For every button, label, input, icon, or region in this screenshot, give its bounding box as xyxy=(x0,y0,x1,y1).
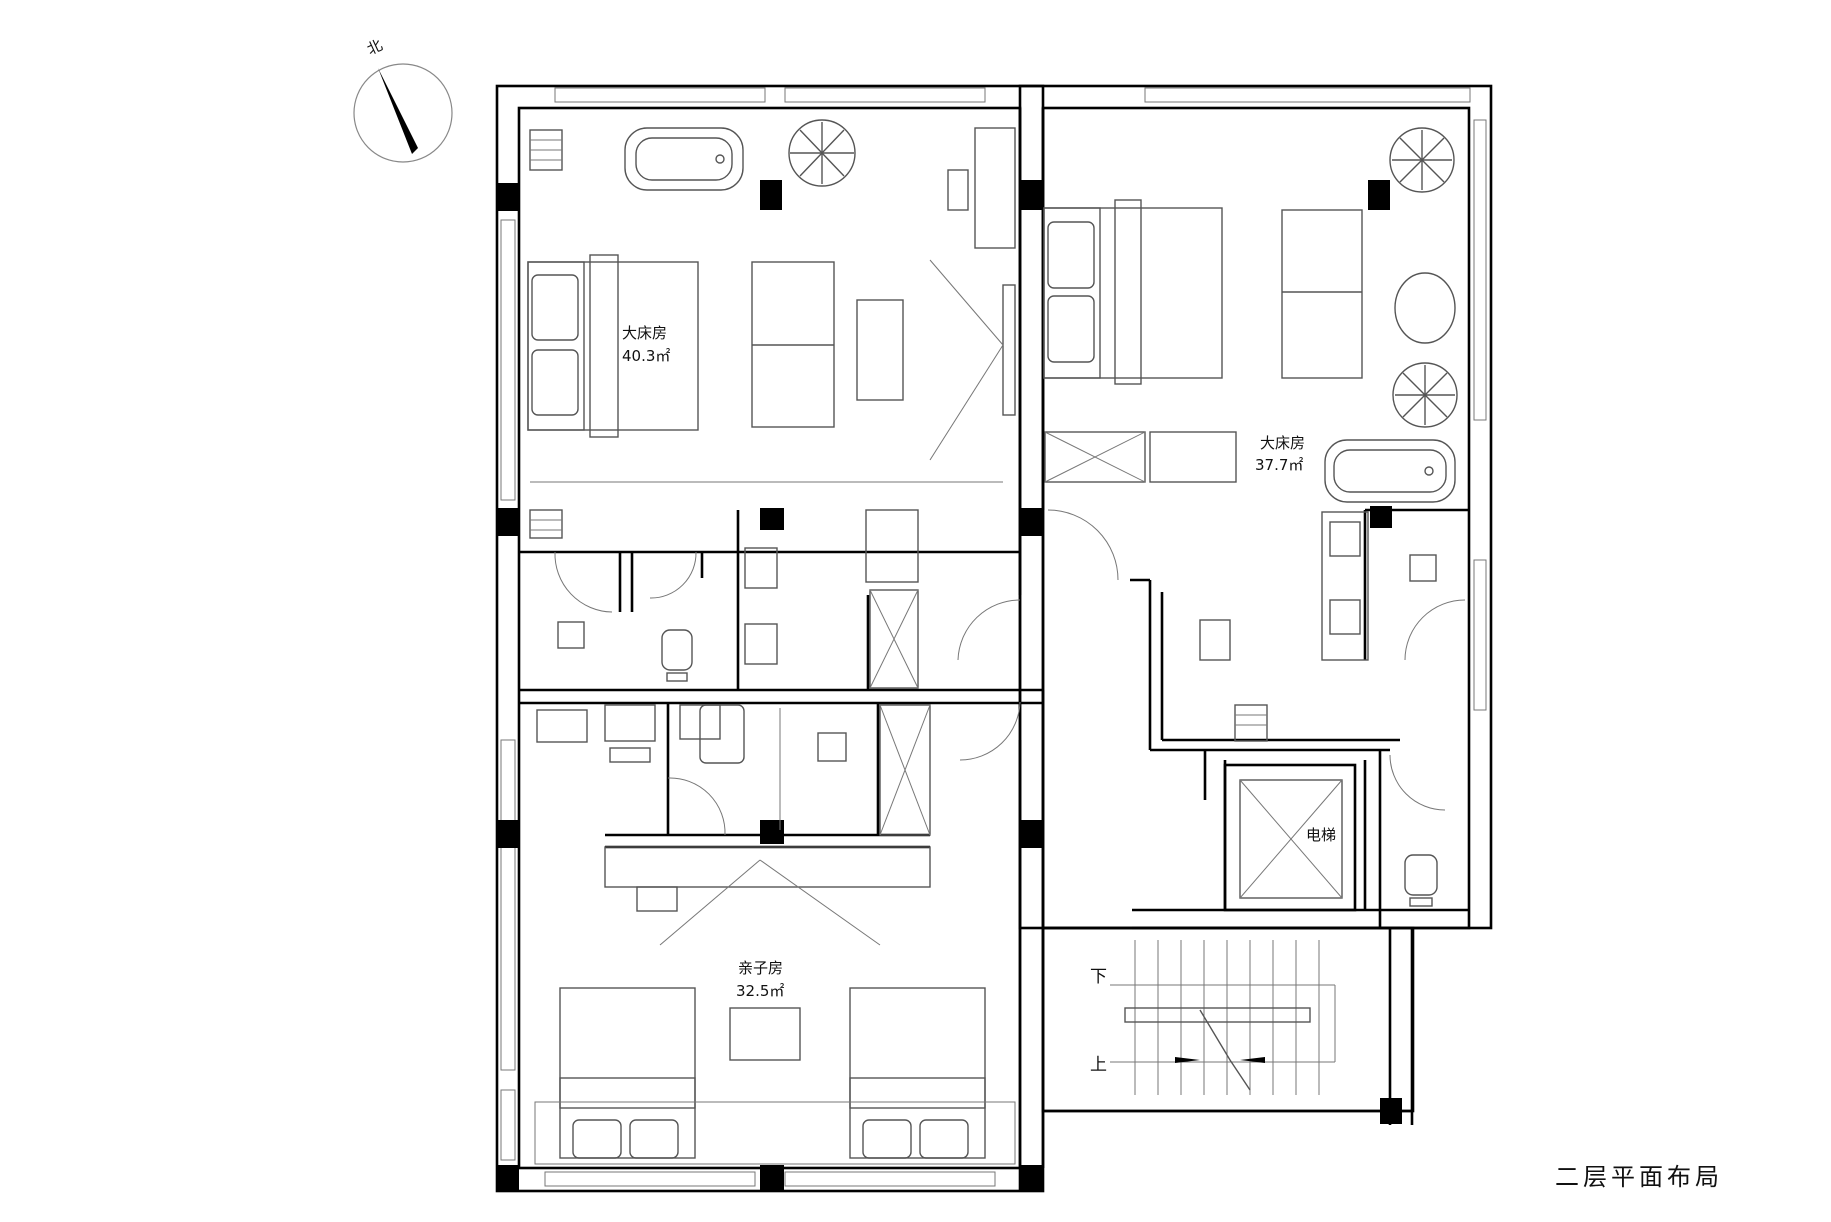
columns xyxy=(497,180,1402,1191)
west-bath-fixtures xyxy=(554,509,1119,761)
stairs-down-label: 下 xyxy=(1090,967,1107,987)
stairs-up-label: 上 xyxy=(1090,1055,1107,1075)
elevator-shaft xyxy=(1223,763,1357,912)
room-area-master-west: 40.3㎡ xyxy=(622,347,670,365)
room-labels: 大床房 40.3㎡ 大床房 37.7㎡ 电梯 亲子房 32.5㎡ xyxy=(622,324,1336,1000)
north-label: 北 xyxy=(364,36,385,59)
room-area-kids: 32.5㎡ xyxy=(736,982,784,1000)
plant-east-top-icon xyxy=(1389,127,1455,193)
master-east-furniture xyxy=(1043,127,1466,742)
staircase: 下 上 xyxy=(1090,940,1336,1095)
plant-east-bottom-icon xyxy=(1392,362,1458,428)
plan-title: 二层平面布局 xyxy=(1555,1163,1723,1191)
room-name-elevator: 电梯 xyxy=(1306,826,1336,844)
east-wc-fixtures xyxy=(1389,754,1446,907)
north-compass: 北 xyxy=(353,36,453,163)
room-name-master-east: 大床房 xyxy=(1260,434,1305,452)
walls xyxy=(495,84,1493,1193)
kids-room-furniture xyxy=(534,704,1016,1165)
room-name-master-west: 大床房 xyxy=(622,324,667,342)
room-name-kids: 亲子房 xyxy=(738,959,783,977)
master-west-furniture xyxy=(527,119,1016,539)
room-area-master-east: 37.7㎡ xyxy=(1255,456,1303,474)
plant-west-icon xyxy=(788,119,856,187)
